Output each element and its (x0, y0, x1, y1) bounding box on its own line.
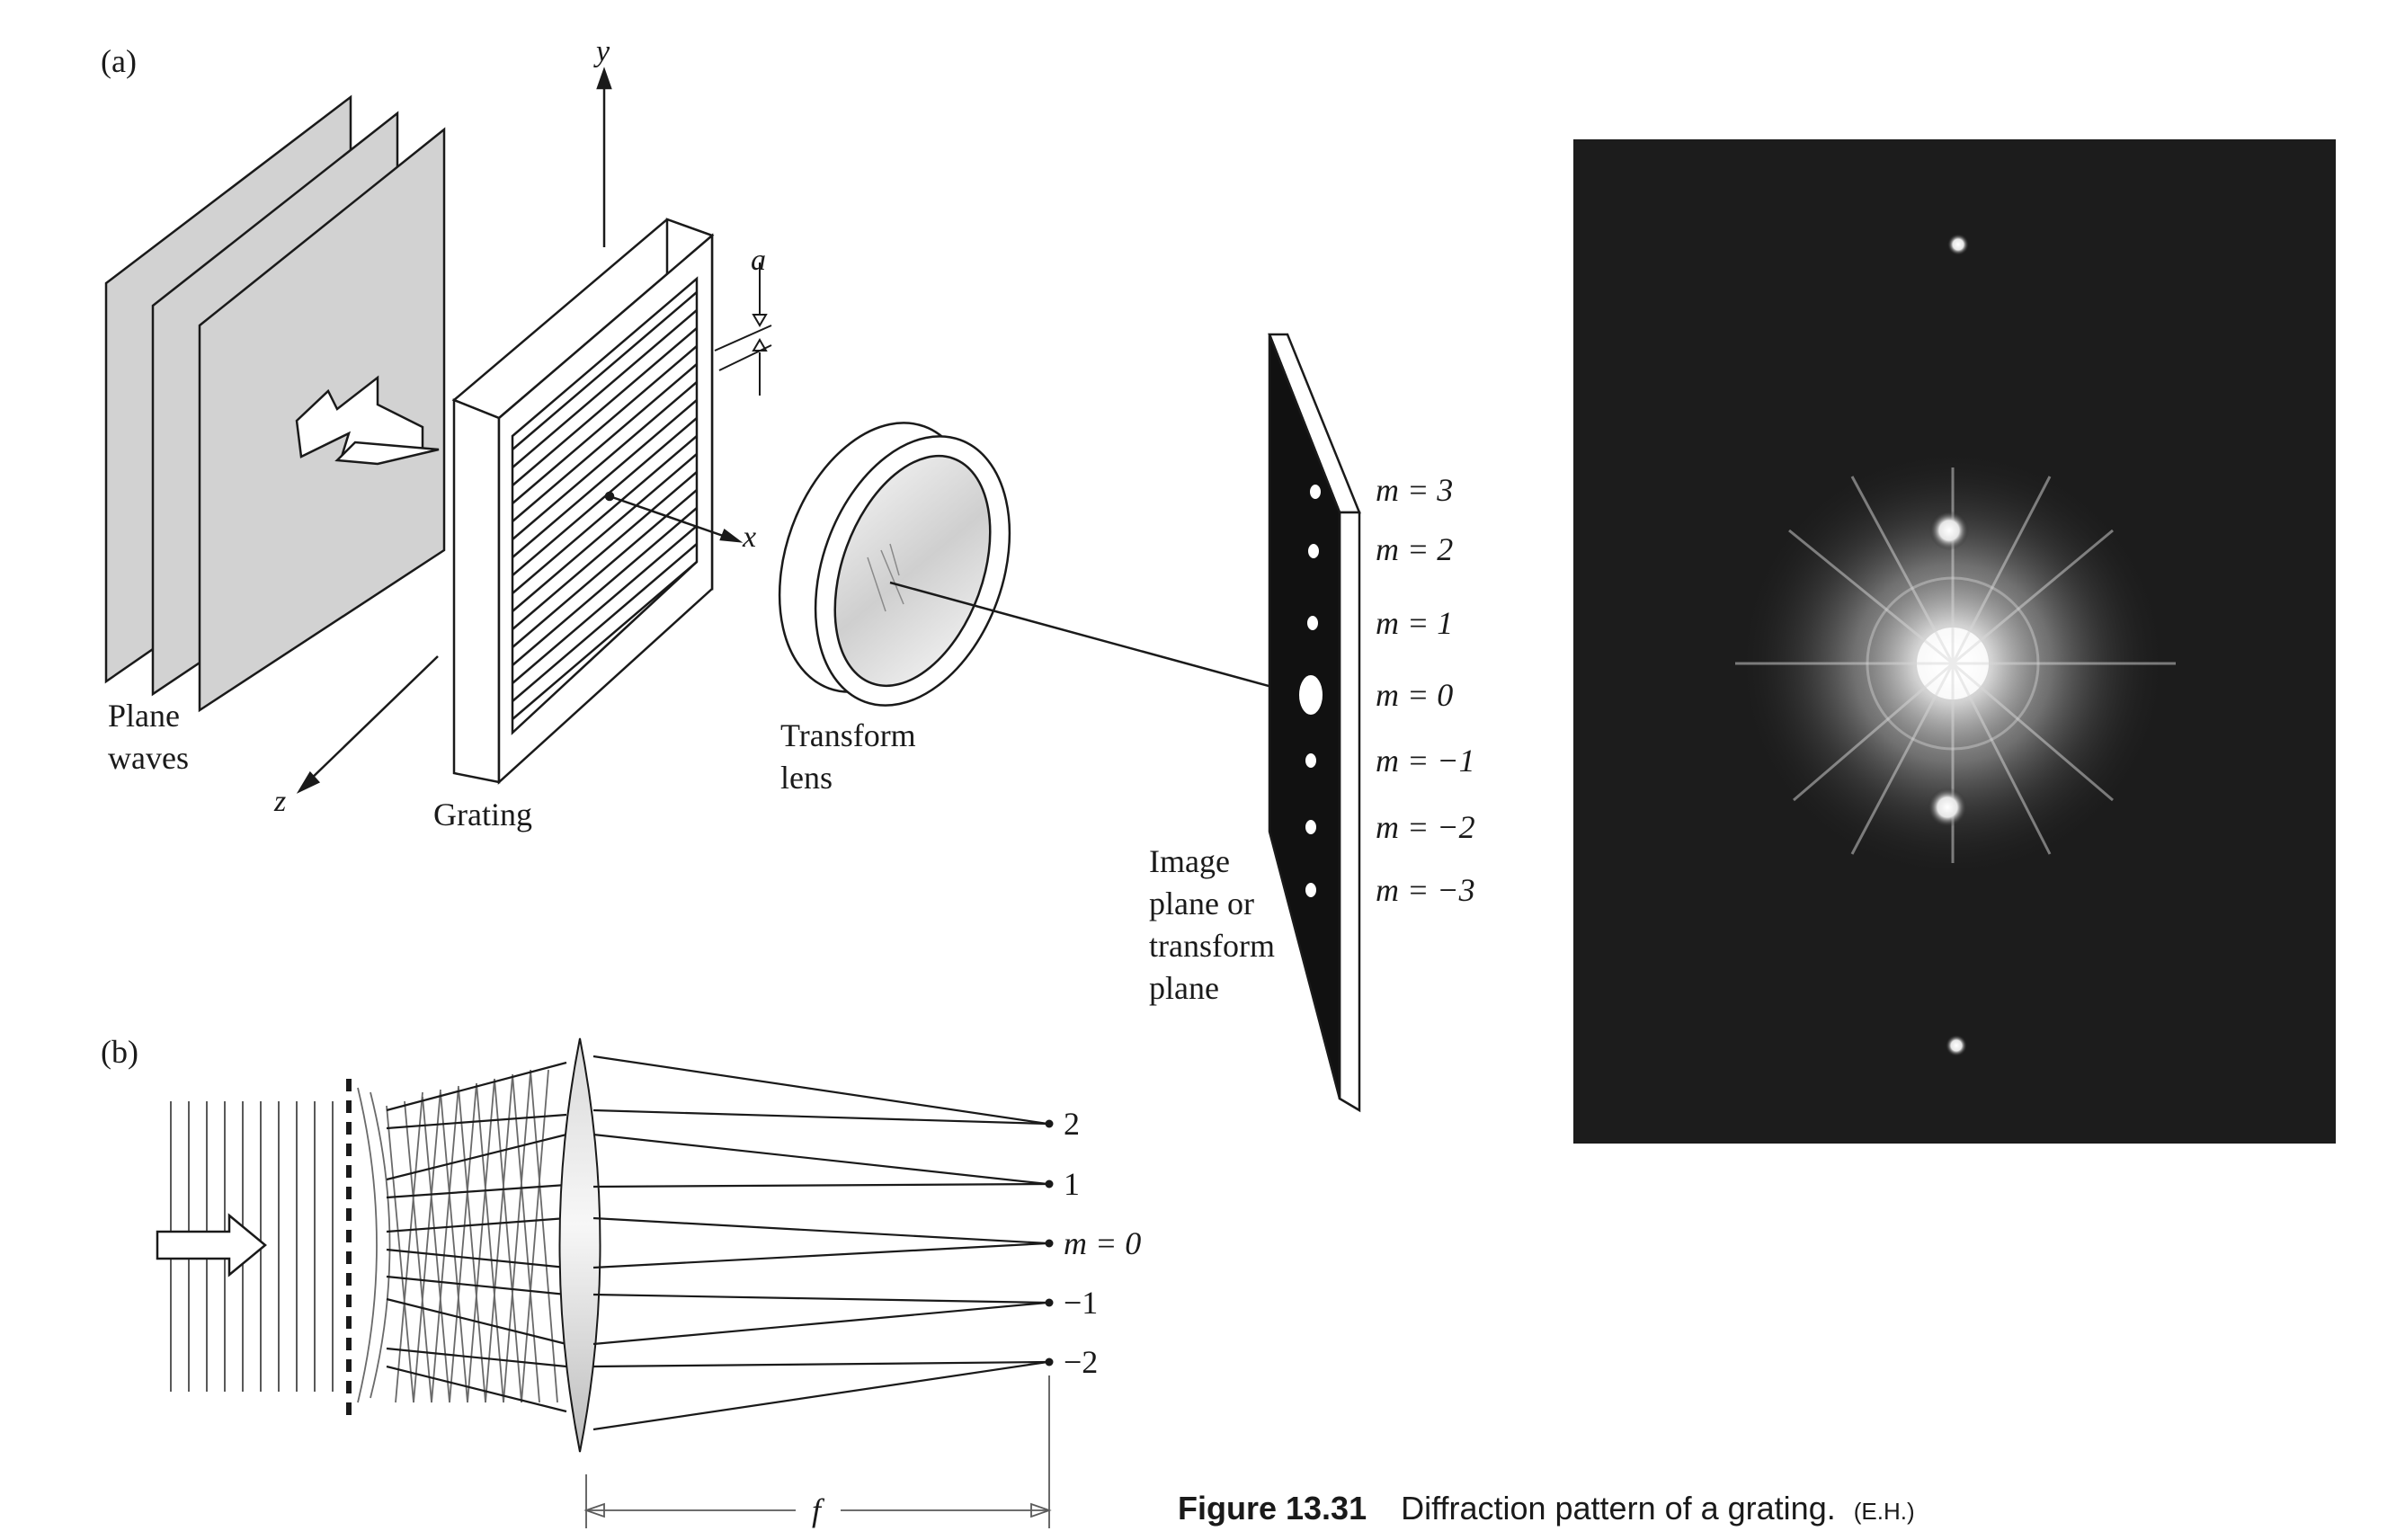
grating-label: Grating (433, 797, 532, 832)
panel-b-label: (b) (101, 1034, 138, 1070)
caption-credit: (E.H.) (1854, 1498, 1915, 1525)
focal-order-0: m = 0 (1064, 1225, 1141, 1261)
photo-spot-upper (1929, 511, 1969, 550)
diffraction-photo (1573, 139, 2336, 1144)
focal-length-marker (583, 1375, 1052, 1528)
incident-arrow-icon (156, 1213, 267, 1277)
transform-lens (778, 422, 1011, 707)
grating-slits (512, 291, 698, 720)
focal-order-2: 2 (1064, 1106, 1080, 1142)
order-label-m0: m = 0 (1376, 677, 1453, 713)
photo-streaks (1735, 467, 2176, 863)
screen-label-line2: plane or (1149, 886, 1254, 921)
beams-to-lens (386, 1061, 567, 1413)
spot-m1 (1307, 616, 1318, 630)
z-axis (296, 655, 439, 794)
wave-direction-arrow-icon (295, 375, 440, 466)
lens-label-line1: Transform (780, 717, 916, 753)
caption-number: Figure 13.31 (1178, 1490, 1367, 1527)
slit-spacing-label: a (751, 244, 766, 277)
beams-to-focus (592, 1055, 1048, 1431)
caption-text: Diffraction pattern of a grating. (1401, 1490, 1836, 1527)
photo-spot-lower (1928, 788, 1967, 827)
y-axis-label: y (593, 35, 610, 68)
screen-label-line3: transform (1149, 928, 1275, 964)
diffraction-spots (1299, 485, 1323, 897)
focal-order-1: 1 (1064, 1166, 1080, 1202)
spot-m-1 (1305, 753, 1316, 768)
order-label-m-1: m = −1 (1376, 743, 1475, 779)
screen-label-line4: plane (1149, 970, 1219, 1006)
screen-label-line1: Image (1149, 843, 1230, 879)
figure-caption: Figure 13.31 Diffraction pattern of a gr… (1178, 1490, 1915, 1527)
focal-order-neg2: −2 (1064, 1344, 1098, 1380)
x-axis (604, 491, 744, 543)
lens-label-line2: lens (780, 760, 833, 796)
order-label-m-2: m = −2 (1376, 809, 1475, 845)
transform-plane (1268, 333, 1361, 1113)
grating (451, 218, 715, 785)
spot-m2 (1308, 544, 1319, 558)
order-label-m-3: m = −3 (1376, 872, 1475, 908)
spot-m-2 (1305, 820, 1316, 834)
focal-points (1045, 1119, 1054, 1366)
plane-waves (104, 94, 446, 713)
x-axis-label: x (742, 521, 756, 554)
spot-m-3 (1305, 883, 1316, 897)
photo-spot-top (1947, 234, 1969, 255)
optical-axis (889, 581, 1309, 699)
order-label-m3: m = 3 (1376, 472, 1453, 508)
focal-order-neg1: −1 (1064, 1285, 1098, 1321)
photo-spot-bottom (1946, 1035, 1967, 1056)
order-label-m1: m = 1 (1376, 605, 1453, 641)
order-label-m2: m = 2 (1376, 531, 1453, 567)
converging-lens (558, 1037, 601, 1453)
focal-order-labels: 2 1 m = 0 −1 −2 (1064, 1106, 1141, 1380)
lens-reflection (867, 543, 904, 612)
diffracted-wavefronts (357, 1069, 558, 1403)
screen-label: Image plane or transform plane (1149, 843, 1275, 1006)
slit-spacing-marker (714, 263, 772, 396)
plane-waves-label-line2: waves (108, 740, 189, 776)
spot-m0 (1299, 675, 1323, 715)
spot-m3 (1310, 485, 1321, 499)
focal-length-label: f (812, 1492, 825, 1528)
z-axis-label: z (273, 785, 286, 818)
panel-a-label: (a) (101, 43, 137, 79)
plane-waves-label-line1: Plane (108, 698, 180, 734)
y-axis (596, 67, 612, 247)
order-labels: m = 3 m = 2 m = 1 m = 0 m = −1 m = −2 m … (1376, 472, 1475, 908)
